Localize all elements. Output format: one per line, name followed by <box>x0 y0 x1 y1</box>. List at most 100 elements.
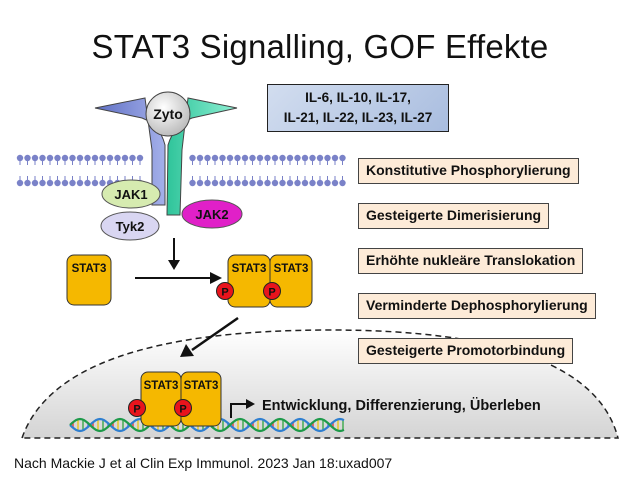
lipid-head <box>189 179 196 187</box>
effect-box-3: Erhöhte nukleäre Translokation <box>358 248 584 274</box>
lipid-head <box>91 154 99 162</box>
phospho-label: P <box>133 404 140 416</box>
lipid-head <box>324 179 331 187</box>
stat3-monomer-label: STAT3 <box>72 263 107 275</box>
lipid-head <box>339 154 346 162</box>
phospho-label: P <box>221 287 228 299</box>
lipid-head <box>301 179 309 187</box>
tyk2-label: Tyk2 <box>116 219 145 234</box>
lipid-head <box>31 179 39 187</box>
lipid-head <box>241 154 249 162</box>
lipid-head <box>271 154 279 162</box>
outcome-label: Entwicklung, Differenzierung, Überleben <box>262 398 541 414</box>
lipid-head <box>256 179 264 187</box>
lipid-head <box>309 154 316 162</box>
lipid-head <box>249 179 256 187</box>
dna-strand <box>69 417 345 433</box>
phospho-label: P <box>268 287 275 299</box>
lipid-head <box>136 154 144 162</box>
lipid-head <box>331 154 339 162</box>
translocation-arrow <box>191 316 239 352</box>
stat3-nuclear-right-label: STAT3 <box>184 380 219 392</box>
jak2-ellipse <box>181 199 243 229</box>
lipid-head <box>24 179 31 187</box>
lipid-head <box>324 154 331 162</box>
lipid-head <box>211 179 219 187</box>
lipid-head <box>271 179 279 187</box>
lipid-head <box>91 179 99 187</box>
lipid-head <box>316 179 324 187</box>
lipid-head <box>46 179 54 187</box>
lipid-head <box>39 154 46 162</box>
lipid-head <box>286 179 294 187</box>
lipid-head <box>279 154 286 162</box>
lipid-head <box>294 179 301 187</box>
lipid-head <box>61 154 69 162</box>
jak2-label: JAK2 <box>195 207 228 222</box>
lipid-head <box>211 154 219 162</box>
zyto-label: Zyto <box>153 106 183 122</box>
tyk2-ellipse <box>100 211 160 241</box>
lipid-head <box>69 154 76 162</box>
phospho-label: P <box>179 404 186 416</box>
stat3-dimer-right <box>269 254 313 308</box>
lipid-head <box>264 154 271 162</box>
phospho-circle <box>128 399 146 417</box>
stat3-monomer <box>66 254 112 306</box>
cytokine-list-box: IL-6, IL-10, IL-17, IL-21, IL-22, IL-23,… <box>267 84 449 132</box>
lipid-head <box>301 154 309 162</box>
lipid-head <box>84 154 91 162</box>
lipid-head <box>99 154 106 162</box>
lipid-head <box>196 179 204 187</box>
lipid-head <box>204 179 211 187</box>
cytokine-ball <box>145 91 191 137</box>
effect-box-2: Gesteigerte Dimerisierung <box>358 203 550 229</box>
lipid-head <box>76 154 84 162</box>
lipid-head <box>219 154 226 162</box>
lipid-head <box>54 154 61 162</box>
phospho-circle <box>174 399 192 417</box>
lipid-head <box>219 179 226 187</box>
lipid-head <box>106 154 114 162</box>
lipid-head <box>256 154 264 162</box>
lipid-head <box>16 154 24 162</box>
lipid-head <box>241 179 249 187</box>
jak1-label: JAK1 <box>114 187 147 202</box>
cytokine-line-2: IL-21, IL-22, IL-23, IL-27 <box>283 110 433 125</box>
lipid-head <box>39 179 46 187</box>
lipid-head <box>226 179 234 187</box>
lipid-head <box>316 154 324 162</box>
stat3-nuclear-left-label: STAT3 <box>144 380 179 392</box>
lipid-head <box>84 179 91 187</box>
lipid-head <box>46 154 54 162</box>
lipid-head <box>204 154 211 162</box>
lipid-head <box>196 154 204 162</box>
lipid-head <box>286 154 294 162</box>
lipid-head <box>189 154 196 162</box>
stat3-dimer-right-label: STAT3 <box>274 263 309 275</box>
lipid-head <box>69 179 76 187</box>
lipid-head <box>121 154 129 162</box>
lipid-head <box>114 154 121 162</box>
lipid-head <box>264 179 271 187</box>
effect-box-4: Verminderte Dephosphorylierung <box>358 293 596 319</box>
transcription-arrow <box>230 403 248 418</box>
lipid-head <box>99 179 106 187</box>
lipid-head <box>61 179 69 187</box>
lipid-head <box>249 154 256 162</box>
phospho-circle <box>263 282 281 300</box>
effect-box-5: Gesteigerte Promotorbindung <box>358 338 574 364</box>
lipid-head <box>309 179 316 187</box>
lipid-head <box>226 154 234 162</box>
lipid-head <box>76 179 84 187</box>
jak1-ellipse <box>101 179 161 209</box>
slide-title: STAT3 Signalling, GOF Effekte <box>91 28 549 65</box>
lipid-head <box>234 154 241 162</box>
lipid-head <box>339 179 346 187</box>
lipid-head <box>31 154 39 162</box>
lipid-head <box>279 179 286 187</box>
cell-membrane <box>16 154 346 187</box>
phospho-circle <box>216 282 234 300</box>
lipid-head <box>331 179 339 187</box>
effect-box-1: Konstitutive Phosphorylierung <box>358 158 579 184</box>
